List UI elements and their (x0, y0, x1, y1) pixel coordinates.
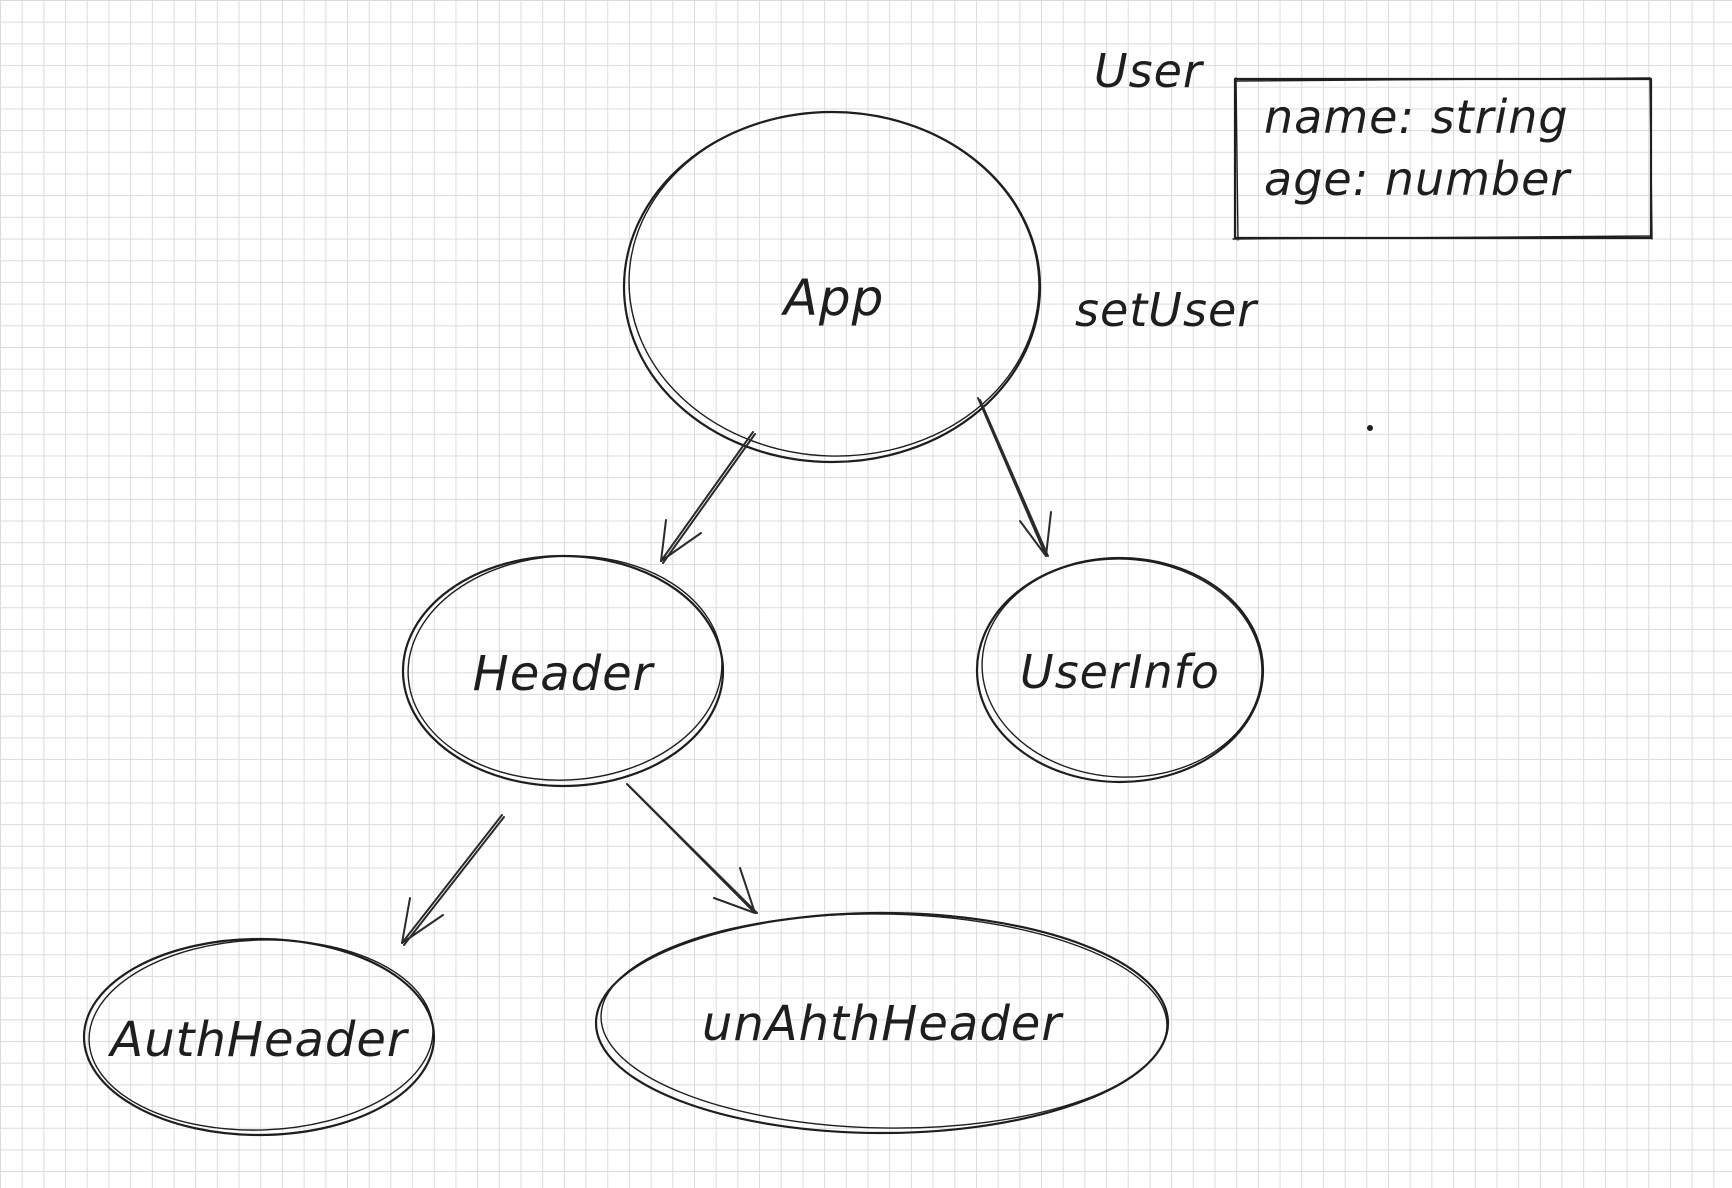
node-auth-header-label: AuthHeader (107, 1012, 410, 1068)
node-unauth-header[interactable]: unAhthHeader (594, 909, 1170, 1135)
node-auth-header[interactable]: AuthHeader (82, 934, 436, 1137)
user-type-box: name: string age: number (1232, 77, 1653, 241)
node-user-info[interactable]: UserInfo (975, 552, 1267, 784)
set-user-label: setUser (1075, 283, 1259, 337)
edge-header-authheader (401, 814, 505, 946)
node-header-label: Header (473, 646, 656, 702)
node-app[interactable]: App (622, 105, 1045, 464)
node-header[interactable]: Header (401, 548, 727, 788)
user-type-title: User (1094, 44, 1205, 98)
edge-header-unauthheader (626, 783, 758, 914)
edge-app-userinfo (977, 397, 1052, 557)
user-type-field-name: name: string (1264, 90, 1569, 144)
user-type-field-age: age: number (1264, 152, 1572, 206)
node-user-info-label: UserInfo (1020, 645, 1220, 699)
edge-app-header (660, 431, 756, 564)
stray-dot (1367, 425, 1373, 431)
node-unauth-header-label: unAhthHeader (702, 996, 1064, 1052)
node-app-label: App (781, 269, 885, 327)
